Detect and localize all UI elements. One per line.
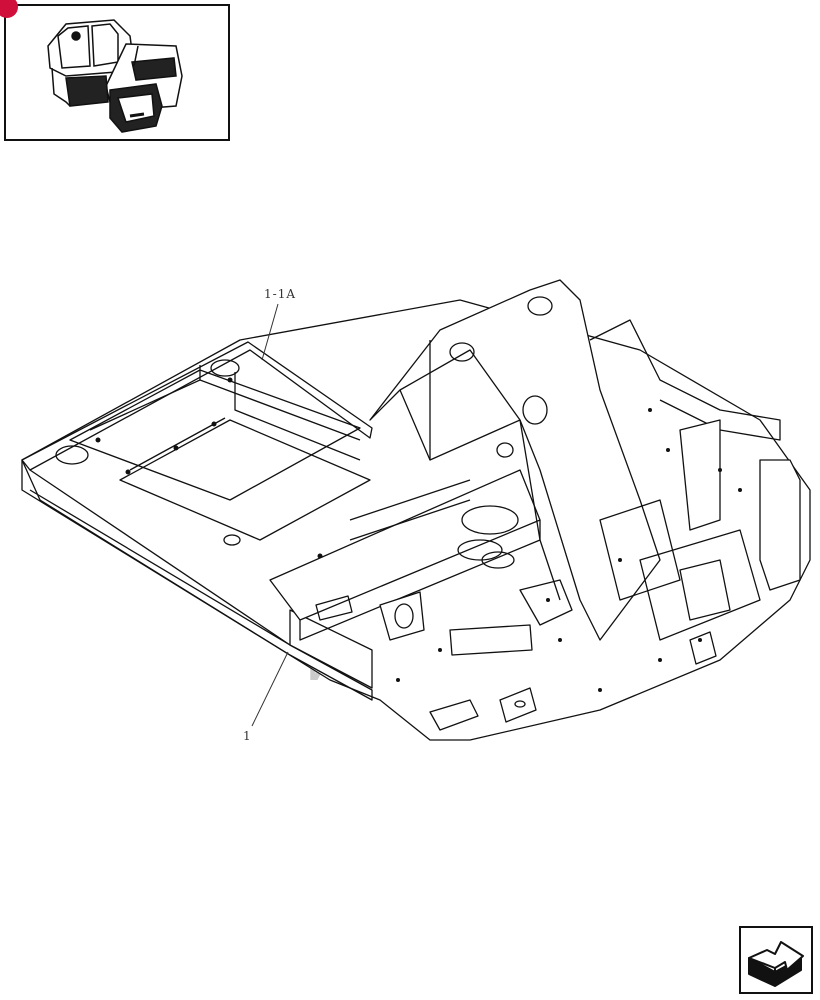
callout-1: 1 [243, 651, 289, 743]
excavator-cab-thumbnail-icon [47, 19, 183, 133]
callout-1-label: 1 [243, 729, 252, 743]
arrow-next-icon [748, 941, 804, 987]
locator-thumbnail [0, 0, 230, 141]
next-page-button[interactable] [739, 926, 813, 994]
thumbnail-marker [0, 0, 18, 18]
callout-1-1a-label: 1-1A [264, 287, 296, 301]
callout-1-1a: 1-1A [261, 287, 296, 361]
